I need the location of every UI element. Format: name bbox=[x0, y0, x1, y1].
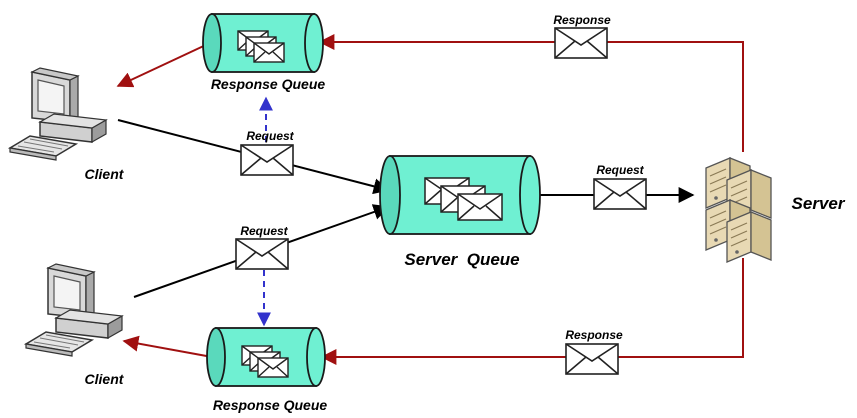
response-top-label: Response bbox=[553, 13, 611, 27]
envelope-icon bbox=[235, 238, 289, 270]
response-to-client-bottom bbox=[122, 335, 213, 358]
desktop-computer-icon bbox=[9, 67, 107, 161]
envelope-icon bbox=[554, 27, 608, 59]
desktop-computer-icon bbox=[25, 263, 123, 357]
server-rack-icon bbox=[705, 157, 772, 263]
client-top-label: Client bbox=[85, 166, 125, 182]
response-queue-top-label: Response Queue bbox=[211, 76, 326, 92]
envelope-icon bbox=[565, 343, 619, 375]
server-label: Server bbox=[792, 194, 846, 213]
envelope-icon bbox=[240, 144, 294, 176]
response-line-bottom bbox=[320, 258, 744, 365]
response-to-client-top bbox=[116, 42, 211, 88]
response-queue-bottom bbox=[206, 327, 326, 387]
message-queue-icon bbox=[424, 177, 503, 221]
envelope-icon bbox=[593, 178, 647, 210]
request-client-bottom-label: Request bbox=[240, 224, 288, 238]
client-bottom-label: Client bbox=[85, 371, 125, 387]
response-queue-top bbox=[202, 13, 324, 73]
server-queue-label: Server Queue bbox=[404, 250, 519, 269]
request-client-top-label: Request bbox=[246, 129, 294, 143]
response-queue-bottom-label: Response Queue bbox=[213, 397, 328, 413]
server-queue bbox=[379, 155, 541, 235]
response-line-top bbox=[318, 34, 744, 152]
request-to-server-label: Request bbox=[596, 163, 644, 177]
response-bottom-label: Response bbox=[565, 328, 623, 342]
